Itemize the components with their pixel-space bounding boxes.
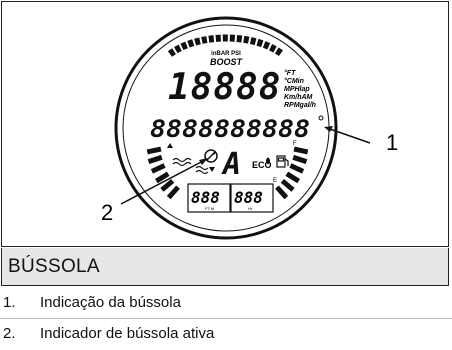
lower-left-unit: FT M	[205, 206, 214, 211]
callout-2-number: 2	[101, 200, 113, 225]
unit-line-5: RPMgal/h	[284, 102, 316, 109]
boost-unit-label: inBAR PSI	[211, 51, 241, 57]
main-digits: 18888	[168, 67, 281, 108]
fuel-full-letter: F	[293, 141, 297, 147]
lower-left-digits: 888	[191, 188, 220, 207]
legend-number: 2.	[3, 325, 16, 342]
legend-list: 1. Indicação da bússola 2. Indicador de …	[0, 288, 452, 349]
fuel-empty-letter: E	[273, 178, 277, 184]
unit-stack: °FT °CMin MPHlap Km/hAM RPMgal/h	[284, 69, 316, 109]
eco-drop-icon	[266, 157, 270, 164]
unit-line-1: °FT	[284, 69, 296, 77]
down-arrow-icon	[209, 167, 215, 172]
up-arrow-icon	[167, 143, 173, 148]
right-bar-arc	[275, 146, 309, 200]
caption-bar: BÚSSOLA	[1, 248, 449, 286]
boost-bar-arc	[167, 34, 285, 57]
unit-line-4: Km/hAM	[284, 94, 313, 101]
boost-label: BOOST	[210, 57, 244, 67]
callout-1-arrowhead	[324, 126, 333, 132]
lower-right-unit: Hr	[248, 206, 253, 211]
legend-text: Indicação da bússola	[40, 294, 181, 311]
unit-line-2: °CMin	[284, 77, 304, 85]
wave-icon	[195, 165, 209, 175]
caption-title: BÚSSOLA	[8, 256, 100, 277]
gauge-illustration: inBAR PSI BOOST 18888 °FT °CMin MPHlap K…	[101, 16, 398, 240]
callout-1-number: 1	[386, 130, 398, 155]
gauge-outer-ring	[114, 16, 338, 240]
lower-right-digits: 888	[234, 188, 263, 207]
callout-2-arrowhead	[199, 158, 208, 165]
compass-heading-letter: A	[221, 147, 241, 182]
legend-number: 1.	[3, 294, 16, 311]
gauge-figure: inBAR PSI BOOST 18888 °FT °CMin MPHlap K…	[1, 1, 449, 247]
eco-label: ECO	[252, 160, 272, 170]
segment-display-row: 8888888888	[150, 115, 310, 143]
degree-dot	[318, 115, 324, 121]
fuel-pump-icon	[276, 155, 289, 168]
callout-1-line	[326, 127, 371, 144]
legend-item: 2. Indicador de bússola ativa	[0, 318, 452, 349]
legend-item: 1. Indicação da bússola	[0, 288, 452, 318]
lower-digit-boxes	[187, 183, 274, 213]
legend-text: Indicador de bússola ativa	[40, 325, 215, 342]
left-bar-arc	[146, 146, 180, 200]
compass-icon	[204, 149, 218, 163]
unit-line-3: MPHlap	[284, 86, 310, 93]
water-temp-icon	[172, 157, 192, 167]
callout-2-line	[120, 159, 206, 205]
